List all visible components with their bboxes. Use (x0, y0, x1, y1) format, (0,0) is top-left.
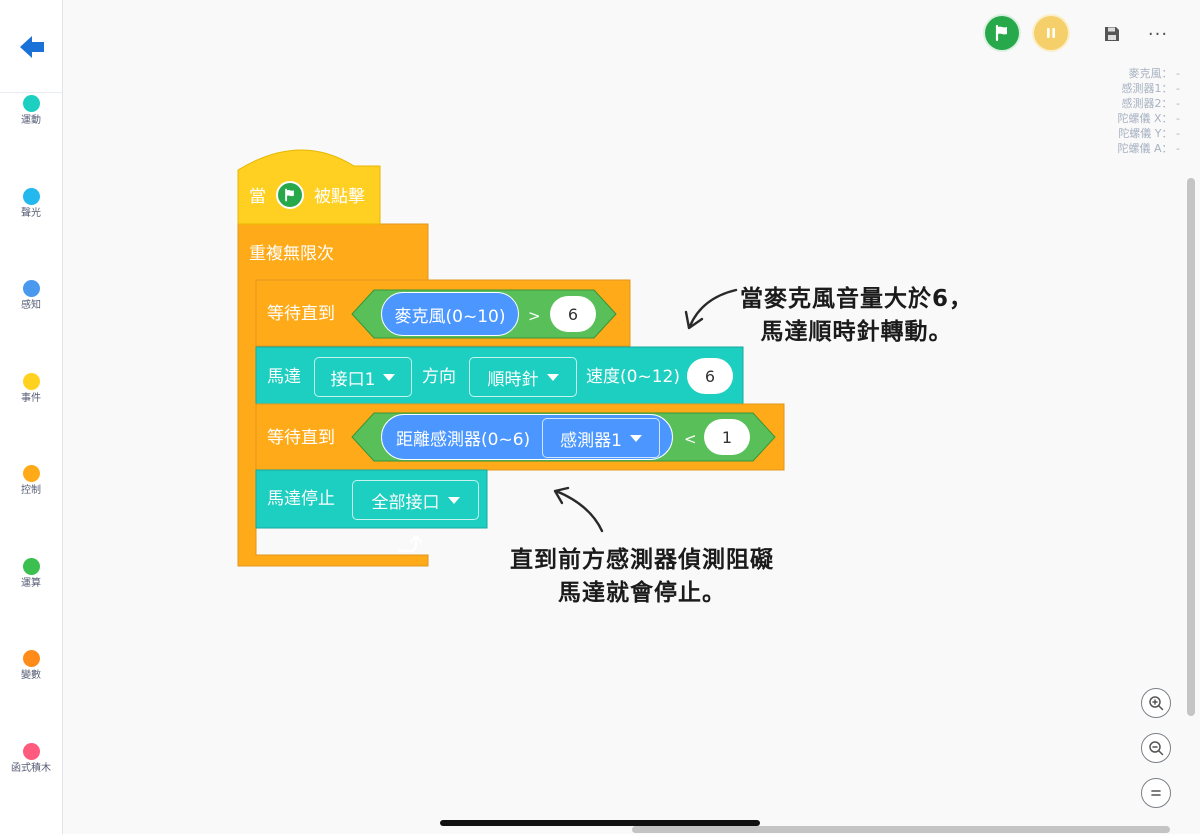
less-than-symbol: < (684, 430, 697, 448)
category-variables[interactable]: 變數 (0, 650, 62, 682)
category-label: 事件 (21, 393, 41, 404)
green-flag-icon (995, 24, 1007, 42)
speed-input[interactable]: 6 (687, 358, 733, 394)
caret-down-icon (447, 496, 460, 504)
annotation-note-1-line-1: 當麥克風音量大於6， (740, 286, 974, 312)
readout-sensor2: 感測器2： - (1121, 97, 1180, 110)
vertical-scrollbar[interactable] (1187, 178, 1195, 716)
category-control[interactable]: 控制 (0, 465, 62, 497)
annotation-arrow-1 (688, 288, 738, 328)
category-label: 控制 (21, 485, 41, 496)
motor-stop-label: 馬達停止 (267, 489, 335, 509)
hat-block-prefix: 當 (249, 187, 266, 207)
horizontal-scrollbar[interactable] (632, 826, 1170, 833)
port-dropdown-value: 接口1 (330, 369, 376, 390)
zoom-in-icon (1149, 696, 1164, 711)
category-label: 運動 (21, 115, 41, 126)
annotation-arrow-2-head (553, 486, 570, 505)
microphone-reporter[interactable]: 麥克風(0~10) (381, 292, 519, 336)
annotation-note-2-line-2: 馬達就會停止。 (558, 580, 726, 606)
direction-label: 方向 (422, 367, 456, 387)
category-motion[interactable]: 運動 (0, 95, 62, 127)
wait-until-label: 等待直到 (267, 428, 335, 448)
category-operators[interactable]: 運算 (0, 558, 62, 590)
sensor-port-value: 感測器1 (560, 430, 622, 451)
greater-than-symbol: > (528, 307, 541, 325)
motor-block-shape (255, 346, 744, 406)
sidebar-divider (0, 92, 62, 93)
threshold-input[interactable]: 6 (550, 296, 596, 332)
category-label: 變數 (21, 670, 41, 681)
readout-gyro-y: 陀螺儀 Y： - (1118, 127, 1180, 140)
category-label: 運算 (21, 578, 41, 589)
sensor-port-dropdown[interactable]: 感測器1 (542, 418, 660, 458)
annotation-note-1: 當麥克風音量大於6， 馬達順時針轉動。 (740, 283, 973, 349)
caret-down-icon (546, 373, 559, 381)
zoom-reset-button[interactable] (1141, 778, 1171, 808)
annotation-note-2: 直到前方感測器偵測阻礙 馬達就會停止。 (510, 544, 774, 610)
readout-gyro-x: 陀螺儀 X： - (1117, 112, 1181, 125)
readout-gyro-a: 陀螺儀 A： - (1117, 142, 1181, 155)
category-dot-icon (22, 95, 40, 112)
category-label: 感知 (21, 300, 41, 311)
pause-button[interactable] (1034, 16, 1068, 50)
zoom-out-icon (1149, 741, 1164, 756)
annotation-arrow-1-head (684, 310, 704, 330)
distance-sensor-label: 距離感測器(0~6) (396, 429, 531, 450)
more-menu-button[interactable]: ··· (1147, 23, 1169, 45)
annotation-note-2-line-1: 直到前方感測器偵測阻礙 (510, 547, 774, 573)
category-looks[interactable]: 聲光 (0, 188, 62, 220)
stop-port-dropdown[interactable]: 全部接口 (352, 480, 479, 520)
green-flag-button[interactable] (985, 16, 1019, 50)
hat-block-suffix: 被點擊 (314, 187, 365, 207)
category-my-blocks[interactable]: 函式積木 (0, 743, 62, 775)
annotation-arrow-2 (554, 489, 604, 533)
category-label: 函式積木 (11, 763, 51, 774)
forever-block-shape (237, 223, 429, 567)
equals-icon (1151, 790, 1161, 796)
stop-port-value: 全部接口 (371, 492, 440, 513)
back-arrow-icon[interactable] (18, 33, 46, 61)
direction-dropdown-value: 順時針 (487, 369, 539, 390)
save-button[interactable] (1098, 20, 1126, 48)
category-dot-icon (22, 558, 40, 575)
category-dot-icon (22, 743, 40, 760)
caret-down-icon (629, 434, 642, 442)
pause-icon (1047, 28, 1055, 38)
green-flag-icon (276, 181, 304, 209)
when-flag-hat-shape (237, 149, 381, 225)
category-events[interactable]: 事件 (0, 373, 62, 405)
distance-threshold-input[interactable]: 1 (704, 419, 750, 455)
direction-dropdown[interactable]: 順時針 (469, 357, 577, 397)
readout-microphone: 麥克風： - (1128, 67, 1180, 80)
category-dot-icon (22, 465, 40, 482)
category-label: 聲光 (21, 208, 41, 219)
caret-down-icon (383, 373, 396, 381)
home-indicator[interactable] (440, 820, 760, 826)
category-dot-icon (22, 373, 40, 390)
sensor-readouts: 麥克風： - 感測器1： - 感測器2： - 陀螺儀 X： - 陀螺儀 Y： -… (1060, 66, 1181, 156)
motor-block-label: 馬達 (267, 367, 301, 387)
save-icon (1105, 27, 1119, 41)
speed-label: 速度(0~12) (586, 367, 680, 387)
zoom-out-button[interactable] (1141, 733, 1171, 763)
category-dot-icon (22, 188, 40, 205)
category-sidebar: 運動 聲光 感知 事件 控制 運算 變數 函式積木 (0, 0, 63, 834)
category-dot-icon (22, 650, 40, 667)
port-dropdown[interactable]: 接口1 (314, 357, 412, 397)
loop-arrow-icon (398, 534, 423, 553)
category-sensing[interactable]: 感知 (0, 280, 62, 312)
readout-sensor1: 感測器1： - (1121, 82, 1180, 95)
zoom-in-button[interactable] (1141, 688, 1171, 718)
distance-sensor-reporter[interactable]: 距離感測器(0~6) (381, 414, 673, 460)
forever-block-label[interactable]: 重複無限次 (249, 244, 334, 264)
wait-until-label: 等待直到 (267, 304, 335, 324)
annotation-note-1-line-2: 馬達順時針轉動。 (760, 319, 953, 345)
category-dot-icon (22, 280, 40, 297)
